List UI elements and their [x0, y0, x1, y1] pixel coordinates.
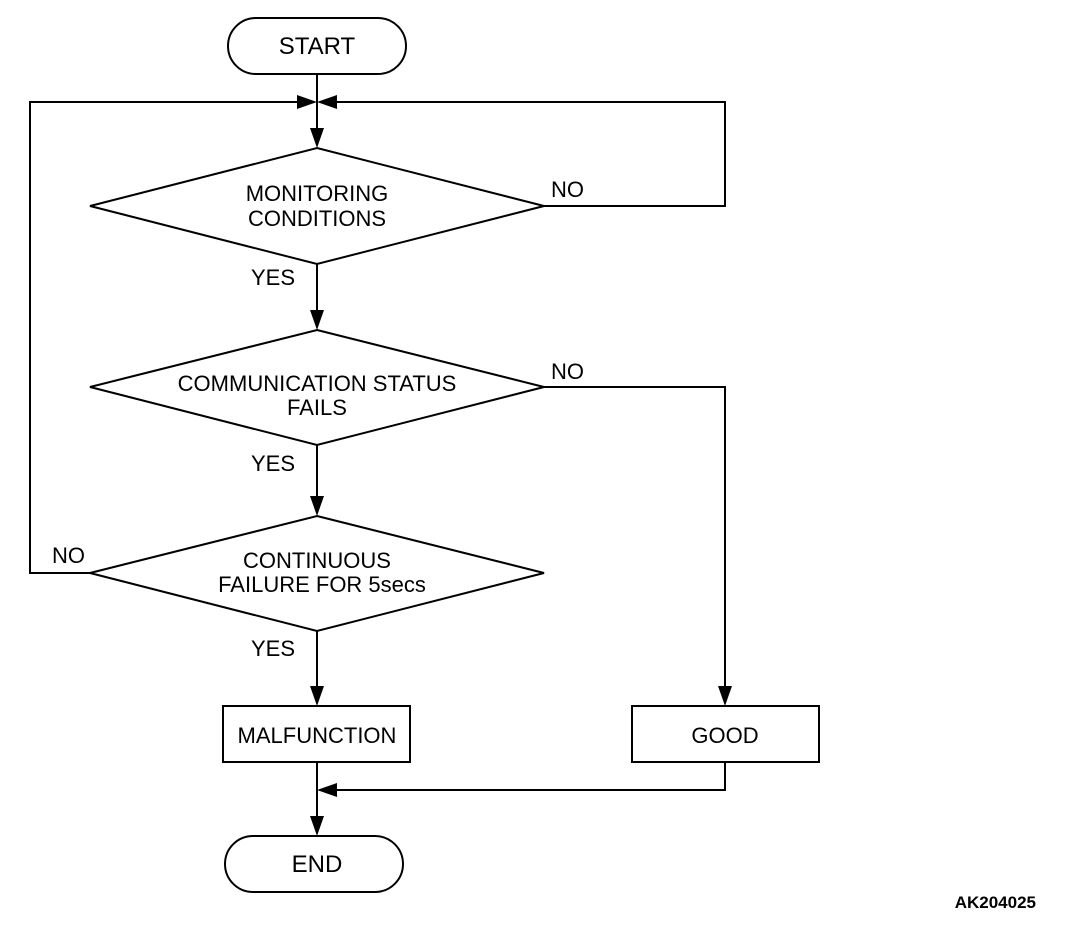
connector-decision-1-no-loop	[333, 101, 726, 207]
decision-2-line-1: COMMUNICATION STATUS	[178, 371, 457, 396]
decision-3-yes-label: YES	[251, 636, 295, 661]
decision-3-line-2: FAILURE FOR 5secs	[218, 572, 426, 597]
arrowheads	[297, 95, 732, 836]
decision-2-no-label: NO	[551, 359, 584, 384]
decision-3-no-label: NO	[52, 543, 85, 568]
good-label: GOOD	[691, 723, 758, 748]
decision-1-yes-label: YES	[251, 265, 295, 290]
arrowhead-down-icon	[310, 496, 324, 516]
branch-labels: NO YES NO YES NO YES	[52, 177, 584, 661]
arrowhead-right-icon	[297, 95, 317, 109]
decision-2-line-2: FAILS	[287, 395, 347, 420]
arrowhead-left-icon	[317, 783, 337, 797]
connector-decision-2-no	[544, 386, 726, 692]
end-terminal: END	[224, 835, 404, 893]
arrowhead-down-icon	[310, 128, 324, 148]
decision-2-yes-label: YES	[251, 451, 295, 476]
arrowhead-down-icon	[310, 310, 324, 330]
malfunction-box: MALFUNCTION	[222, 705, 411, 763]
decision-monitoring-conditions: MONITORING CONDITIONS	[89, 146, 545, 266]
start-terminal: START	[227, 17, 407, 75]
connector-good-to-merge	[333, 762, 726, 791]
arrowhead-down-icon	[310, 686, 324, 706]
decision-communication-status-fails: COMMUNICATION STATUS FAILS	[89, 328, 545, 447]
arrowhead-down-icon	[718, 686, 732, 706]
figure-code: AK204025	[955, 893, 1036, 912]
end-label: END	[292, 851, 343, 878]
decision-3-line-1: CONTINUOUS	[243, 548, 391, 573]
good-box: GOOD	[631, 705, 820, 763]
start-label: START	[279, 33, 356, 60]
connectors	[29, 74, 726, 822]
malfunction-label: MALFUNCTION	[238, 723, 397, 748]
connector-decision-3-no-loop	[29, 101, 301, 574]
arrowhead-left-icon	[317, 95, 337, 109]
decision-1-no-label: NO	[551, 177, 584, 202]
decision-1-line-2: CONDITIONS	[248, 206, 386, 231]
arrowhead-down-icon	[310, 816, 324, 836]
decision-1-line-1: MONITORING	[246, 181, 389, 206]
decision-continuous-failure: CONTINUOUS FAILURE FOR 5secs	[89, 514, 545, 633]
